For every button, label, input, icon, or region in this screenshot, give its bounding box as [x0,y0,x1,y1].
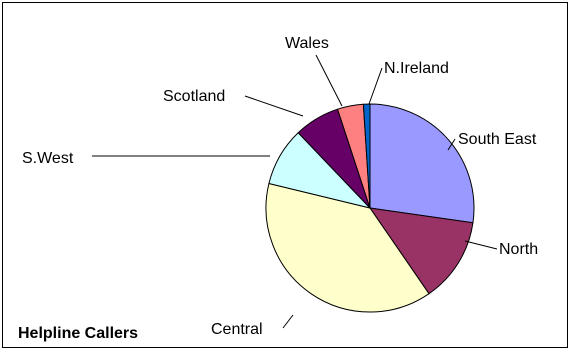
slice-label: Wales [285,35,329,52]
pie-slices [265,103,475,313]
slice-label: South East [458,131,537,148]
pie-slice-n-ireland [362,103,371,209]
pie-slice-central [265,182,430,313]
leader-lines [92,54,498,329]
pie-slice-south-east [369,103,475,224]
pie-slice-north [368,207,474,295]
leader-line [464,240,498,250]
slice-label: North [499,241,538,258]
leader-line [315,54,343,107]
slice-label: N.Ireland [384,60,449,77]
slice-label: S.West [22,150,74,167]
slice-label: Central [211,321,263,338]
leader-line [447,138,456,151]
chart-title: Helpline Callers [18,325,138,342]
leader-line [282,314,294,329]
leader-line [244,95,304,117]
slice-label: Scotland [163,88,225,105]
leader-line [368,67,383,105]
